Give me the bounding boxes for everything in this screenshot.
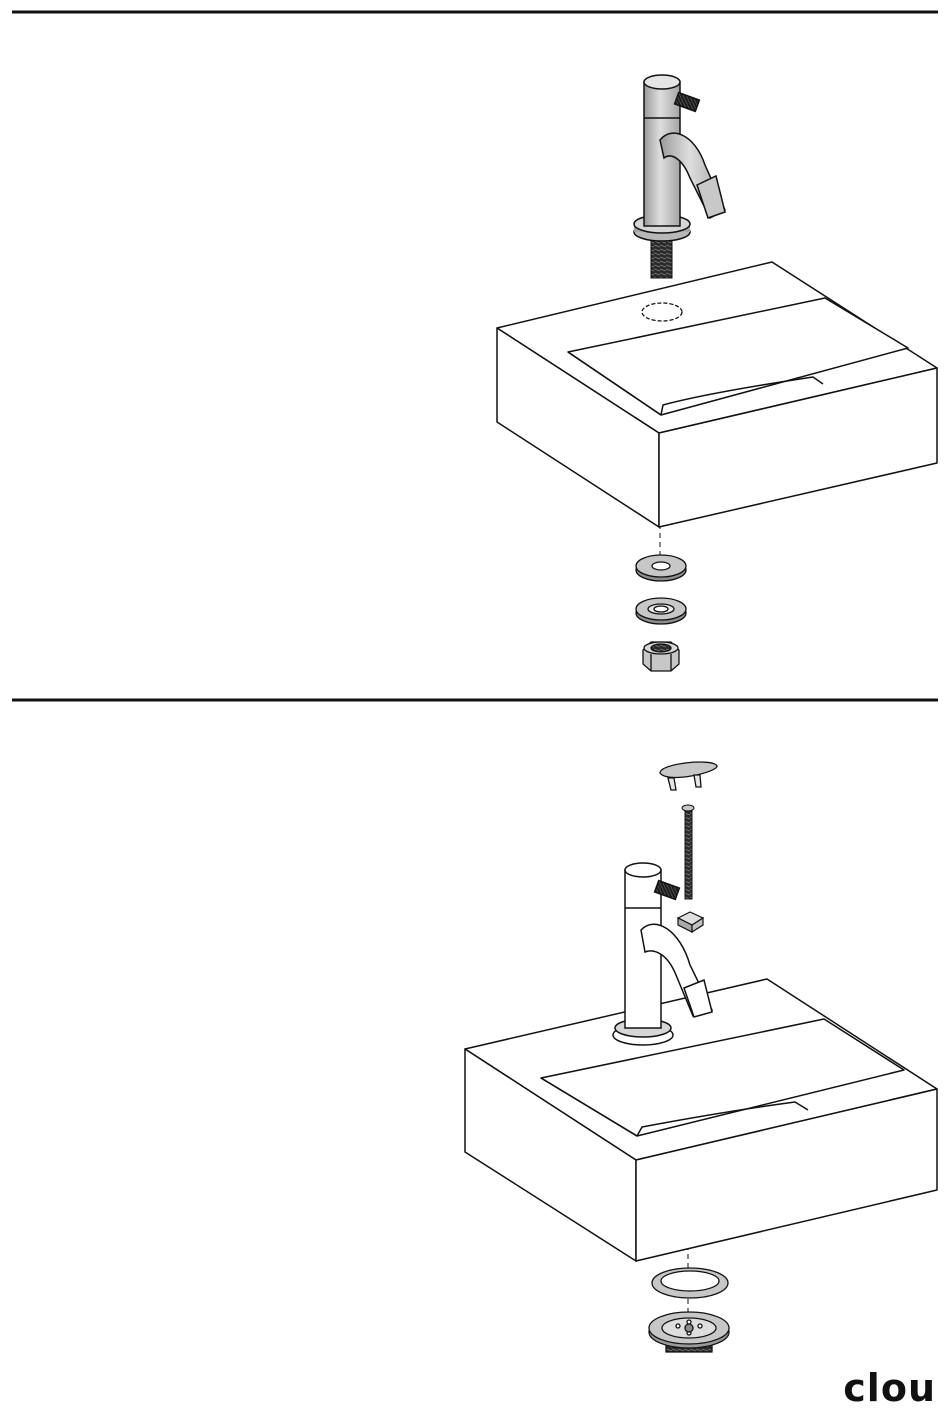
- basin: [497, 262, 937, 527]
- mounting-nut: [643, 642, 679, 671]
- cap: [660, 762, 717, 790]
- basin-2: [465, 979, 937, 1261]
- faucet: [634, 75, 725, 241]
- washer: [636, 555, 686, 581]
- gasket-washer: [636, 598, 686, 624]
- long-screw: [682, 805, 694, 899]
- drain-seal-ring: [652, 1268, 728, 1298]
- faucet-hole: [642, 303, 682, 321]
- threaded-rod: [651, 238, 672, 278]
- square-bracket: [678, 912, 703, 932]
- drain-strainer: [649, 1312, 729, 1352]
- step-1-faucet-mount: [497, 75, 937, 671]
- step-2-drain-install: [465, 762, 937, 1352]
- brand-logo: clou: [843, 1369, 936, 1407]
